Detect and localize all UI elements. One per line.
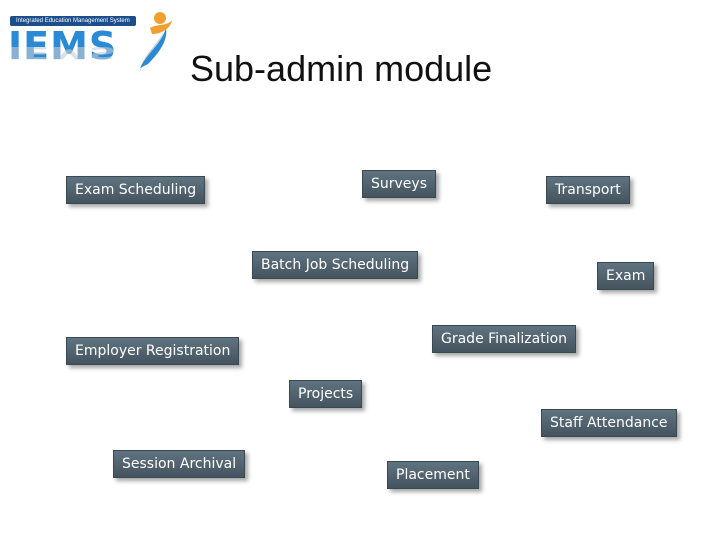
module-staff-attendance: Staff Attendance (541, 409, 677, 437)
logo-figure-icon (138, 12, 172, 78)
module-employer-registration: Employer Registration (66, 337, 240, 365)
logo-banner: Integrated Education Management System (10, 16, 136, 26)
module-batch-job-scheduling: Batch Job Scheduling (252, 251, 419, 279)
module-placement: Placement (387, 461, 479, 489)
iems-logo: Integrated Education Management System I… (6, 8, 176, 82)
module-projects: Projects (289, 380, 363, 408)
module-session-archival: Session Archival (113, 450, 246, 478)
logo-wordmark: IEMS (8, 24, 118, 68)
module-exam: Exam (597, 262, 655, 290)
module-surveys: Surveys (362, 170, 436, 198)
logo-wordmark-reflection: IEMS (8, 43, 118, 63)
page-title: Sub-admin module (190, 48, 493, 89)
module-transport: Transport (546, 176, 630, 204)
module-exam-scheduling: Exam Scheduling (66, 176, 206, 204)
module-grade-finalization: Grade Finalization (432, 325, 577, 353)
